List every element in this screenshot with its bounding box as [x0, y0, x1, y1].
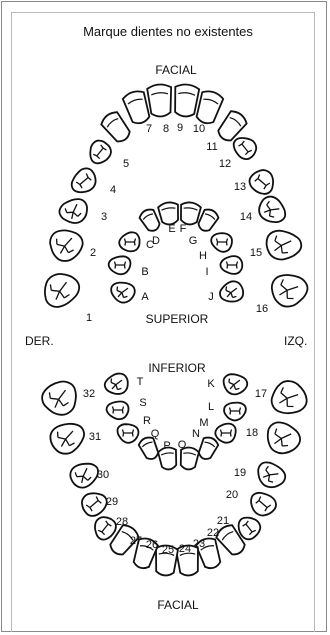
lower-primary-T[interactable] — [105, 374, 128, 394]
lower-label-27: 27 — [130, 535, 142, 547]
upper-label-11: 11 — [206, 141, 217, 153]
lower-primary-R[interactable] — [117, 424, 138, 443]
lower-tooth-28[interactable] — [95, 517, 116, 539]
upper-primary-label-H: H — [199, 250, 207, 262]
inferior-label: INFERIOR — [148, 361, 206, 375]
lower-tooth-29[interactable] — [82, 493, 107, 516]
lower-label-20: 20 — [226, 489, 238, 501]
lower-primary-label-O: O — [178, 439, 187, 451]
upper-primary-label-E: E — [168, 223, 175, 235]
upper-primary-A[interactable] — [111, 283, 135, 303]
upper-primary-label-D: D — [152, 235, 160, 247]
lower-primary-K[interactable] — [224, 374, 248, 394]
lower-primary-label-S: S — [139, 397, 146, 409]
lower-label-25: 25 — [162, 544, 174, 556]
lower-primary-S[interactable] — [107, 402, 129, 420]
upper-tooth-15[interactable] — [267, 231, 302, 260]
upper-label-8: 8 — [163, 123, 169, 135]
lower-label-22: 22 — [207, 527, 219, 539]
lower-label-32: 32 — [83, 388, 95, 400]
side-left-label: IZQ. — [284, 334, 307, 348]
upper-primary-label-I: I — [205, 266, 208, 278]
lower-tooth-21[interactable] — [239, 518, 261, 540]
upper-label-15: 15 — [250, 247, 262, 259]
lower-primary-label-M: M — [199, 417, 208, 429]
upper-primary-label-G: G — [189, 235, 198, 247]
superior-label: SUPERIOR — [146, 312, 209, 326]
lower-tooth-18[interactable] — [268, 422, 300, 453]
upper-label-5: 5 — [123, 158, 129, 170]
lower-primary-label-T: T — [137, 376, 144, 388]
upper-tooth-8[interactable] — [147, 84, 173, 118]
upper-primary-C[interactable] — [119, 232, 139, 251]
lower-primary-label-P: P — [163, 440, 170, 452]
upper-label-13: 13 — [234, 181, 246, 193]
upper-primary-label-F: F — [180, 223, 187, 235]
upper-label-9: 9 — [177, 122, 183, 134]
upper-tooth-6[interactable] — [99, 109, 133, 145]
upper-tooth-2[interactable] — [50, 230, 83, 261]
lower-primary-M[interactable] — [215, 424, 235, 443]
facial-bottom-label: FACIAL — [157, 598, 199, 612]
upper-label-7: 7 — [146, 123, 152, 135]
lower-primary-label-L: L — [208, 401, 214, 413]
upper-tooth-5[interactable] — [90, 141, 111, 164]
upper-primary-label-A: A — [141, 291, 149, 303]
lower-primary-label-R: R — [143, 415, 151, 427]
upper-label-2: 2 — [90, 247, 96, 259]
upper-primary-label-B: B — [141, 266, 148, 278]
upper-primary-I[interactable] — [220, 256, 242, 274]
upper-tooth-14[interactable] — [259, 197, 285, 223]
upper-primary-H[interactable] — [211, 233, 232, 252]
lower-label-29: 29 — [106, 496, 118, 508]
upper-primary-J[interactable] — [220, 281, 243, 301]
upper-label-4: 4 — [110, 184, 116, 196]
lower-label-30: 30 — [97, 469, 109, 481]
upper-tooth-16[interactable] — [272, 275, 308, 307]
upper-tooth-4[interactable] — [72, 168, 96, 192]
upper-tooth-3[interactable] — [59, 199, 87, 223]
upper-primary-B[interactable] — [109, 256, 131, 274]
upper-label-12: 12 — [219, 158, 231, 170]
lower-tooth-30[interactable] — [70, 464, 98, 488]
upper-label-1: 1 — [86, 312, 92, 324]
lower-tooth-19[interactable] — [258, 462, 285, 487]
lower-label-24: 24 — [179, 543, 191, 555]
upper-tooth-1[interactable] — [45, 274, 79, 307]
side-right-label: DER. — [25, 334, 54, 348]
lower-tooth-32[interactable] — [42, 382, 76, 415]
lower-tooth-17[interactable] — [272, 381, 307, 413]
upper-tooth-9[interactable] — [172, 83, 199, 117]
facial-top-label: FACIAL — [155, 63, 197, 77]
upper-label-3: 3 — [101, 211, 107, 223]
upper-label-16: 16 — [256, 303, 268, 315]
lower-primary-label-N: N — [192, 428, 200, 440]
lower-label-17: 17 — [255, 388, 267, 400]
instruction-text: Marque dientes no existentes — [83, 24, 253, 39]
lower-tooth-31[interactable] — [50, 424, 84, 454]
lower-primary-label-K: K — [207, 378, 215, 390]
upper-tooth-12[interactable] — [234, 138, 257, 159]
upper-label-14: 14 — [240, 211, 252, 223]
lower-label-31: 31 — [89, 431, 101, 443]
lower-tooth-20[interactable] — [251, 493, 276, 516]
lower-label-18: 18 — [246, 427, 258, 439]
upper-label-10: 10 — [193, 123, 205, 135]
lower-label-28: 28 — [116, 516, 128, 528]
upper-primary-label-J: J — [208, 291, 214, 303]
lower-label-26: 26 — [146, 539, 158, 551]
lower-label-19: 19 — [234, 467, 246, 479]
upper-tooth-13[interactable] — [250, 170, 274, 194]
lower-primary-label-Q: Q — [151, 428, 160, 440]
lower-primary-L[interactable] — [224, 403, 246, 421]
teeth-layer: 12345678910111213141516ABCDEFGHIJ1718192… — [42, 83, 307, 576]
